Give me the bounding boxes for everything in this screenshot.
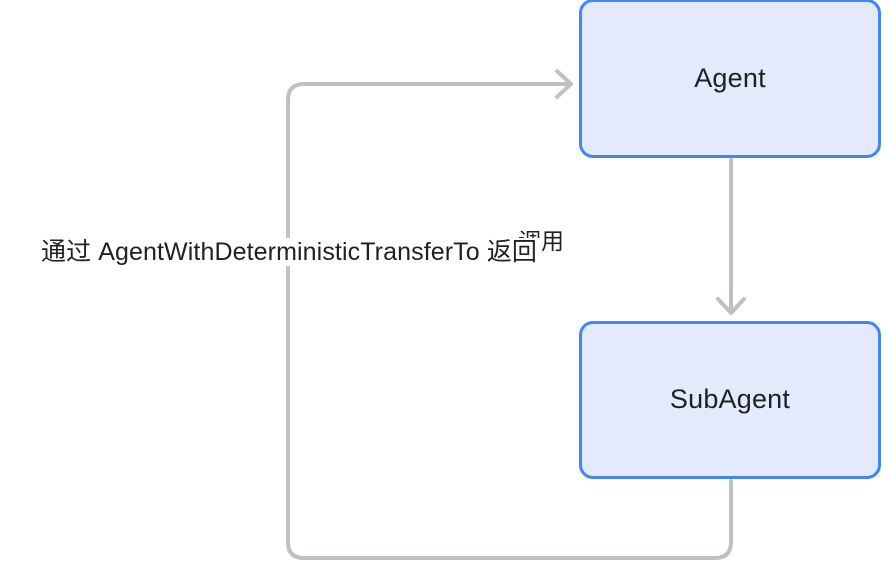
edge-label-return-text: 通过 AgentWithDeterministicTransferTo 返回 (35, 238, 543, 266)
node-subagent[interactable]: SubAgent (579, 321, 881, 479)
node-agent[interactable]: Agent (579, 0, 881, 158)
edge-subagent-to-agent-line (286, 82, 733, 560)
edge-agent-to-subagent (716, 158, 746, 315)
edge-label-return: 通过 AgentWithDeterministicTransferTo 返回 (0, 232, 578, 268)
edge-agent-to-subagent-arrowhead-icon (716, 297, 746, 315)
node-agent-label: Agent (694, 62, 766, 93)
edge-subagent-to-agent-arrowhead-icon (555, 69, 573, 99)
node-subagent-label: SubAgent (669, 384, 791, 415)
edge-subagent-to-agent (286, 69, 733, 560)
